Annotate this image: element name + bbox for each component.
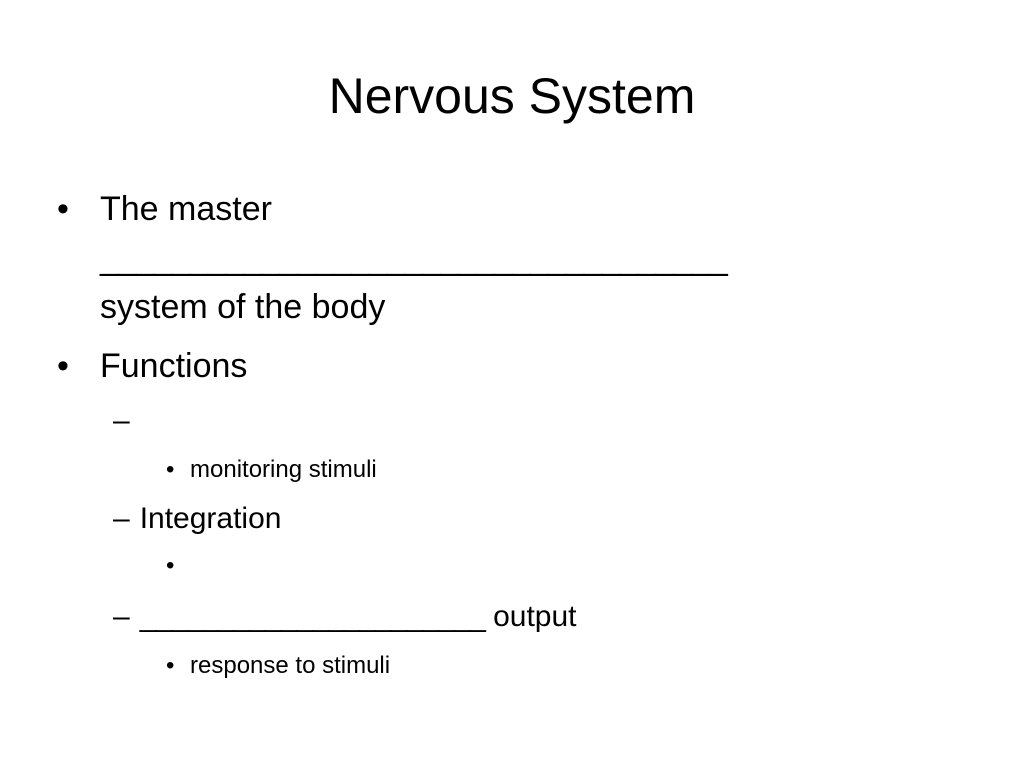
- sub-item-text: output: [484, 600, 577, 633]
- slide-title: Nervous System: [328, 68, 696, 124]
- sub-item-blank-1: –: [113, 400, 140, 442]
- bullet-master-continuation: system of the body: [100, 283, 385, 331]
- bullet-icon: •: [57, 190, 69, 228]
- sub-sub-item-text: monitoring stimuli: [190, 456, 377, 483]
- dash-icon: –: [113, 600, 130, 633]
- dash-icon: –: [113, 404, 130, 437]
- sub-item-integration: –Integration: [113, 498, 281, 540]
- fill-in-blank: ___________________________________: [100, 239, 728, 277]
- bullet-functions: • Functions: [57, 342, 248, 390]
- bullet-master: • The master: [57, 185, 272, 233]
- sub-sub-item-response: • response to stimuli: [166, 650, 391, 682]
- bullet-icon: •: [166, 456, 175, 483]
- bullet-icon: •: [166, 652, 175, 679]
- bullet-icon: •: [166, 552, 175, 579]
- bullet-master-text: The master: [100, 190, 272, 228]
- bullet-master-blank: ___________________________________: [100, 234, 728, 282]
- bullet-icon: •: [57, 347, 69, 385]
- sub-item-text: Integration: [139, 502, 282, 535]
- bullet-master-text-end: system of the body: [100, 288, 386, 326]
- sub-sub-item-monitoring: • monitoring stimuli: [166, 454, 377, 486]
- bullet-functions-text: Functions: [100, 347, 248, 385]
- dash-icon: –: [113, 502, 130, 535]
- fill-in-blank: ______________________: [139, 600, 486, 633]
- sub-item-output: –______________________ output: [113, 596, 577, 638]
- sub-sub-item-text: response to stimuli: [190, 652, 391, 679]
